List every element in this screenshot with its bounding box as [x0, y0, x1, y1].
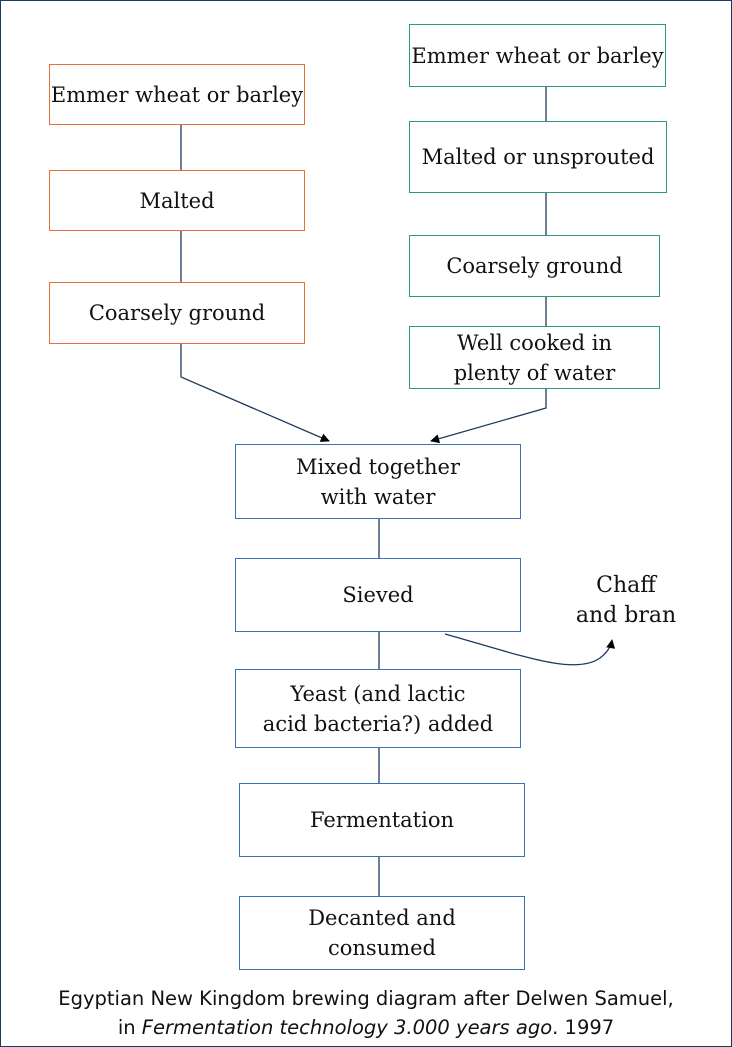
right-step-malted: Malted or unsprouted [409, 121, 667, 193]
arrow-right-to-mixed [430, 389, 547, 444]
byproduct-line1: Chaff [596, 573, 656, 598]
right-step-grain-text: Emmer wheat or barley [411, 43, 664, 68]
left-step-malted: Malted [49, 170, 305, 231]
step-decanted-line1: Decanted and [308, 906, 456, 930]
step-mixed: Mixed together with water [235, 444, 521, 519]
caption-line1: Egyptian New Kingdom brewing diagram aft… [58, 987, 674, 1010]
right-step-malted-text: Malted or unsprouted [421, 145, 655, 169]
byproduct-label: Chaff and bran [566, 571, 686, 631]
left-step-grain-text: Emmer wheat or barley [50, 82, 304, 107]
step-yeast-line1: Yeast (and lactic [290, 681, 466, 706]
right-step-ground: Coarsely ground [409, 235, 660, 297]
right-step-grain: Emmer wheat or barley [409, 24, 666, 87]
caption-line2-prefix: in [117, 1016, 142, 1039]
step-sieved-text: Sieved [342, 583, 414, 607]
left-step-ground: Coarsely ground [49, 282, 305, 344]
diagram-caption: Egyptian New Kingdom brewing diagram aft… [0, 984, 732, 1042]
right-step-cooked-line2: plenty of water [453, 360, 616, 385]
caption-book-title: Fermentation technology 3.000 years ago [141, 1016, 553, 1039]
caption-line2-suffix: . 1997 [552, 1016, 615, 1039]
step-mixed-line2: with water [320, 484, 436, 509]
left-step-malted-text: Malted [139, 188, 215, 213]
left-step-grain: Emmer wheat or barley [49, 64, 305, 125]
byproduct-line2: and bran [575, 603, 677, 628]
step-yeast-line2: acid bacteria?) added [262, 711, 494, 736]
step-sieved: Sieved [235, 558, 521, 632]
step-yeast: Yeast (and lactic acid bacteria?) added [235, 669, 521, 748]
arrow-sieved-to-chaff [444, 633, 616, 666]
step-decanted: Decanted and consumed [239, 896, 525, 970]
step-mixed-line1: Mixed together [296, 454, 460, 479]
step-fermentation-text: Fermentation [309, 808, 455, 832]
right-step-ground-text: Coarsely ground [446, 254, 623, 278]
caption-line2: in Fermentation technology 3.000 years a… [0, 1013, 732, 1042]
right-step-cooked-line1: Well cooked in [457, 330, 612, 355]
step-decanted-line2: consumed [327, 936, 436, 960]
step-fermentation: Fermentation [239, 783, 525, 857]
right-step-cooked: Well cooked in plenty of water [409, 326, 660, 389]
arrow-left-to-mixed [180, 344, 330, 442]
left-step-ground-text: Coarsely ground [88, 301, 266, 325]
